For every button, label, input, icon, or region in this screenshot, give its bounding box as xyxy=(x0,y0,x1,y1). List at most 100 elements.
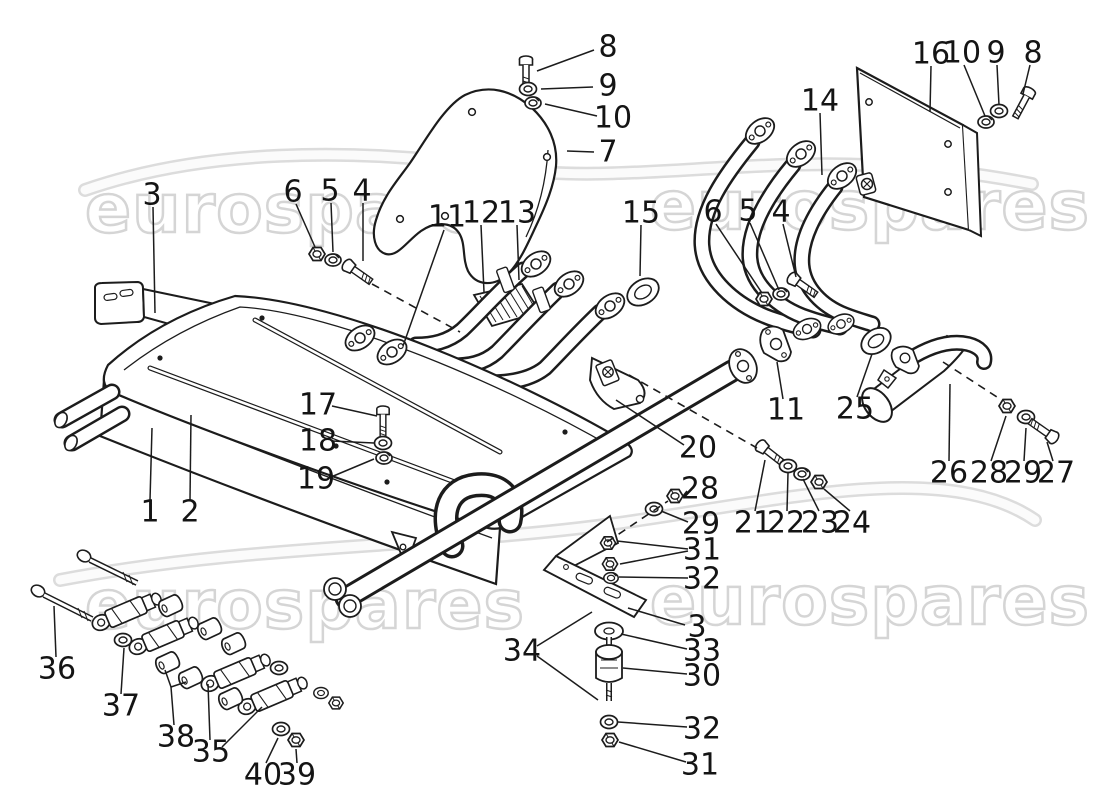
nut xyxy=(328,696,344,710)
leader-line-28 xyxy=(990,415,1007,462)
callout-34: 34 xyxy=(503,634,541,669)
callout-3: 3 xyxy=(687,610,706,645)
leader-line-32 xyxy=(617,721,688,728)
leader-line-13 xyxy=(516,224,520,281)
hanger-bracket-assembly xyxy=(542,514,648,748)
flange-post xyxy=(532,286,551,314)
callout-leader-lines xyxy=(53,49,1054,764)
leader-line-3 xyxy=(627,607,686,626)
nut-39 xyxy=(287,732,305,748)
callout-10: 10 xyxy=(943,36,981,71)
heat-shield-rear xyxy=(855,66,983,238)
callout-2: 2 xyxy=(180,495,199,530)
lockwasher-19 xyxy=(375,451,393,465)
pipe-end-flange xyxy=(728,348,758,384)
callout-35: 35 xyxy=(192,735,230,770)
leader-line-39 xyxy=(295,748,298,764)
washer-5 xyxy=(772,287,790,301)
leader-line-35 xyxy=(221,706,263,748)
callout-9: 9 xyxy=(598,69,617,104)
leader-line-37 xyxy=(120,647,125,695)
callout-8: 8 xyxy=(598,30,617,65)
leader-line-34 xyxy=(536,655,599,701)
leader-line-38 xyxy=(164,669,172,688)
callout-15: 15 xyxy=(622,196,660,231)
leader-line-18 xyxy=(331,440,375,444)
leader-line-31 xyxy=(616,540,689,550)
flange-post xyxy=(496,266,515,294)
nut-6 xyxy=(755,291,773,307)
leader-line-35 xyxy=(207,683,211,741)
callout-31: 31 xyxy=(683,533,721,568)
callout-11: 11 xyxy=(767,393,805,428)
callout-6: 6 xyxy=(283,175,302,210)
leader-line-31 xyxy=(618,741,687,763)
leader-line-8 xyxy=(536,49,595,72)
callout-16: 16 xyxy=(912,37,950,72)
leader-line-25 xyxy=(856,353,873,398)
callout-23: 23 xyxy=(801,506,839,541)
resonator-26 xyxy=(861,334,993,423)
callout-28: 28 xyxy=(681,472,719,507)
callout-9: 9 xyxy=(986,36,1005,71)
callout-22: 22 xyxy=(767,506,805,541)
callout-26: 26 xyxy=(930,456,968,491)
bushing-38 xyxy=(175,664,206,692)
callout-20: 20 xyxy=(679,431,717,466)
leader-line-15 xyxy=(639,224,642,277)
leader-line-5 xyxy=(749,222,780,291)
leader-line-23 xyxy=(802,478,820,512)
nut-28 xyxy=(998,398,1016,414)
callout-32: 32 xyxy=(683,712,721,747)
pipe-clamp xyxy=(595,359,620,387)
callout-13: 13 xyxy=(498,196,536,231)
washer-5 xyxy=(324,253,342,267)
lockwasher-32 xyxy=(603,571,619,585)
gasket-15 xyxy=(626,277,660,307)
callout-39: 39 xyxy=(278,758,316,793)
leader-line-32 xyxy=(618,576,689,579)
bolt-4 xyxy=(339,256,376,288)
leader-line-22 xyxy=(786,472,789,512)
leader-line-10 xyxy=(963,64,986,117)
callout-40: 40 xyxy=(244,758,282,793)
tailpipe-left xyxy=(53,383,121,429)
nut-31 xyxy=(601,732,619,748)
washer-18 xyxy=(373,435,393,451)
shield-clamp-bolt xyxy=(855,172,877,196)
leader-line-2 xyxy=(189,414,192,501)
silencer-box xyxy=(53,294,633,586)
rubber-mount-30 xyxy=(595,637,623,701)
callout-28: 28 xyxy=(970,456,1008,491)
callout-31: 31 xyxy=(681,748,719,783)
leader-line-28 xyxy=(682,490,688,497)
leader-line-20 xyxy=(615,399,685,446)
watermark-text: eurospares xyxy=(650,562,1090,641)
leader-line-34 xyxy=(536,611,593,647)
leader-line-21 xyxy=(754,459,766,512)
assembly-axis-lines xyxy=(371,283,1001,543)
callout-12: 12 xyxy=(462,196,500,231)
leader-line-7 xyxy=(566,150,595,153)
callout-29: 29 xyxy=(1004,456,1042,491)
callout-38: 38 xyxy=(157,720,195,755)
leader-line-5 xyxy=(330,202,334,253)
callout-10: 10 xyxy=(594,101,632,136)
nut-31 xyxy=(601,557,619,571)
washer xyxy=(313,686,329,700)
callout-37: 37 xyxy=(102,689,140,724)
callout-24: 24 xyxy=(833,506,871,541)
leader-line-31 xyxy=(619,550,689,565)
callout-7: 7 xyxy=(598,135,617,170)
washer xyxy=(269,660,289,676)
callout-4: 4 xyxy=(771,195,790,230)
leader-line-12 xyxy=(480,224,485,293)
leader-line-16 xyxy=(929,65,932,113)
leader-line-3 xyxy=(152,206,156,314)
callout-14: 14 xyxy=(801,84,839,119)
leader-line-40 xyxy=(265,737,279,764)
callout-8: 8 xyxy=(1023,36,1042,71)
nut-6 xyxy=(308,246,326,262)
